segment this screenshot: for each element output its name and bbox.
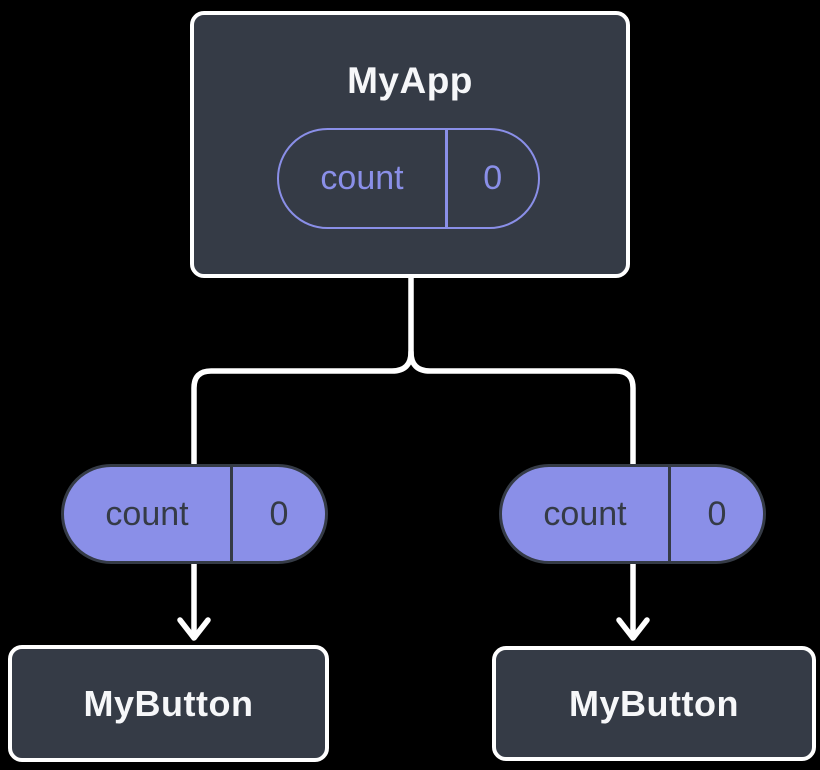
prop-pill-name: count [543,494,627,533]
pill-divider [230,467,233,561]
node-title: MyButton [83,682,254,724]
component-node-myapp: MyApp count 0 [190,11,630,278]
node-title: MyButton [569,682,739,724]
prop-pill-right: count 0 [499,464,766,564]
prop-pill-name: count [105,494,189,533]
component-node-mybutton-left: MyButton [8,645,329,762]
branch-line-right [408,349,636,640]
pill-divider [445,130,448,227]
prop-pill-left: count 0 [61,464,328,564]
node-title: MyApp [347,60,473,101]
prop-pill-value: 0 [269,494,289,533]
pill-divider [668,467,671,561]
component-node-mybutton-right: MyButton [492,646,816,761]
arrowhead-right-icon [616,617,650,641]
state-pill-value: 0 [483,159,503,197]
branch-line-left [191,269,414,640]
state-pill: count 0 [277,128,540,229]
arrowhead-left-icon [177,617,211,641]
state-pill-name: count [320,159,404,197]
prop-pill-value: 0 [707,494,727,533]
